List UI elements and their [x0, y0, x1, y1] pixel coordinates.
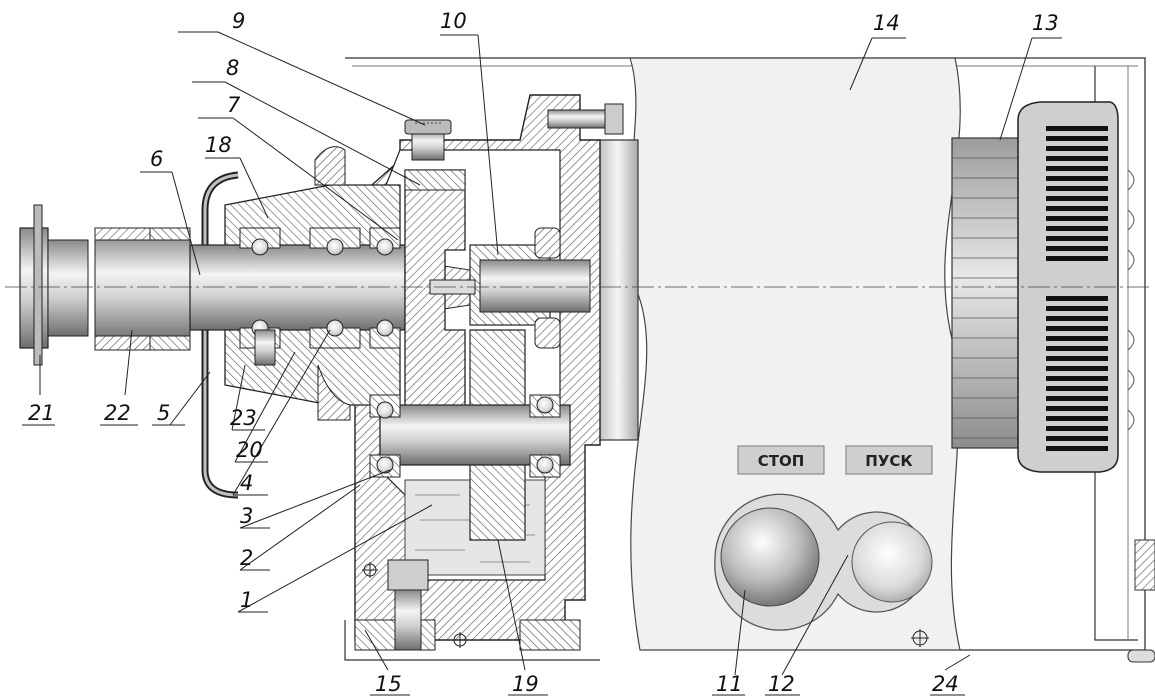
- start-button[interactable]: [851, 521, 933, 603]
- callout-labels: 9 10 8 7 18 6 14 13 21 22 5 23 20 4 3 2 …: [28, 9, 1059, 696]
- cover-bolt: [547, 103, 624, 135]
- callout-6: 6: [150, 147, 163, 171]
- callout-1: 1: [240, 588, 253, 612]
- breather-plug: [404, 119, 452, 161]
- callout-8: 8: [226, 56, 239, 80]
- spacer-sleeve: [254, 329, 276, 366]
- control-panel: СТОП ПУСК: [714, 445, 933, 631]
- callout-21: 21: [28, 401, 55, 425]
- stop-button-plate[interactable]: [737, 445, 825, 475]
- callout-11: 11: [716, 672, 743, 696]
- stop-button[interactable]: [720, 507, 820, 607]
- callout-10: 10: [440, 9, 467, 33]
- callout-3: 3: [240, 504, 253, 528]
- callout-18: 18: [205, 133, 232, 157]
- callout-14: 14: [873, 11, 900, 35]
- callout-23: 23: [230, 406, 257, 430]
- callout-22: 22: [104, 401, 131, 425]
- callout-19: 19: [512, 672, 539, 696]
- callout-13: 13: [1032, 11, 1059, 35]
- callout-9: 9: [232, 9, 245, 33]
- leader-lines: [22, 31, 1062, 696]
- intermediate-gear: [369, 329, 571, 541]
- callout-24: 24: [932, 672, 959, 696]
- callout-4: 4: [240, 471, 253, 495]
- start-button-plate[interactable]: [845, 445, 933, 475]
- rotor-drum: [597, 139, 639, 441]
- drain-bolt: [387, 559, 429, 651]
- callout-2: 2: [240, 546, 253, 570]
- callout-20: 20: [236, 438, 263, 462]
- callout-12: 12: [768, 672, 795, 696]
- stop-button-label: СТОП: [758, 452, 805, 470]
- start-button-label: ПУСК: [865, 452, 913, 470]
- callout-15: 15: [375, 672, 402, 696]
- callout-7: 7: [227, 93, 241, 117]
- callout-5: 5: [157, 401, 170, 425]
